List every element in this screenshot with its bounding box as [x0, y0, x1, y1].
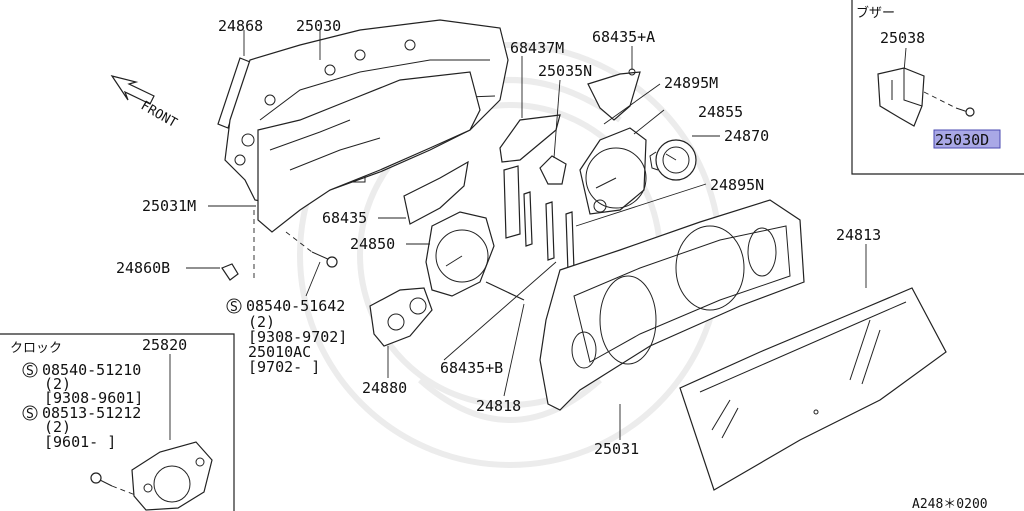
- inner-housing-25031M: [208, 71, 481, 280]
- callout-68437M: 68437M: [510, 39, 564, 57]
- clock-screw2-part: 08513-51212: [42, 404, 141, 422]
- callout-24855: 24855: [698, 103, 743, 121]
- clock-screw2-range: [9601- ]: [44, 433, 116, 451]
- callout-24818: 24818: [476, 397, 521, 415]
- screw-icon: [285, 231, 338, 268]
- clock-part: 25820: [142, 336, 187, 354]
- strips-24895N: [503, 165, 707, 273]
- callout-25031M: 25031M: [142, 197, 196, 215]
- clock-screw1-symbol: S: [26, 364, 34, 379]
- front-label: FRONT: [138, 98, 180, 131]
- gauge-24855: [579, 109, 665, 215]
- clock-screw1-qty: (2): [44, 375, 71, 393]
- callout-24850: 24850: [350, 235, 395, 253]
- front-arrow-icon: [110, 75, 155, 105]
- film-68435A: [587, 46, 641, 121]
- gauge-24870: [649, 135, 720, 181]
- callout-24813: 24813: [836, 226, 881, 244]
- screw-note-qty: (2): [248, 313, 275, 331]
- callout-24860B: 24860B: [116, 259, 170, 277]
- bezel-25031: [539, 199, 805, 440]
- buzzer-inset: ブザー 25038 25030D: [851, 0, 1024, 175]
- callout-68435A: 68435+A: [592, 28, 655, 46]
- buzzer-part: 25038: [880, 29, 925, 47]
- lead-24818: [503, 303, 525, 397]
- figure-code: A248＊0200: [912, 497, 988, 511]
- clock-screw2-qty: (2): [44, 418, 71, 436]
- film-68435: [378, 160, 469, 225]
- clock-inset: クロック 25820 S 08540-51210 (2) [9308-9601]…: [0, 333, 235, 511]
- highlight-25030D: [933, 129, 1001, 149]
- screw-note-part: 08540-51642: [246, 297, 345, 315]
- screw-note-alt-part: 25010AC: [248, 343, 311, 361]
- screw-note-range1: [9308-9702]: [248, 328, 347, 346]
- rod-24868: [217, 30, 251, 129]
- lead-24895M: [603, 83, 661, 125]
- buzzer-title: ブザー: [856, 5, 895, 21]
- callout-25030: 25030: [296, 17, 341, 35]
- clip-24860B: [186, 263, 239, 281]
- lens-24813: [679, 244, 947, 491]
- callout-24895N: 24895N: [710, 176, 764, 194]
- callout-24870: 24870: [724, 127, 769, 145]
- clock-unit: [131, 441, 213, 511]
- clock-screw1-range: [9308-9601]: [44, 389, 143, 407]
- screw-note: S 08540-51642 (2) [9308-9702] 25010AC [9…: [226, 261, 347, 376]
- lead-68435B: [443, 261, 557, 361]
- clock-title: クロック: [10, 341, 62, 356]
- buzzer-screw-icon: [955, 107, 975, 117]
- buzzer-highlighted-part: 25030D: [935, 131, 989, 149]
- bracket-25035N: [539, 79, 567, 185]
- gauge-24850: [406, 211, 525, 301]
- screw-note-range2: [9702- ]: [248, 358, 320, 376]
- buzzer-unit: [877, 67, 925, 127]
- callout-24880: 24880: [362, 379, 407, 397]
- callout-24868: 24868: [218, 17, 263, 35]
- screw-note-symbol: S: [230, 300, 238, 315]
- clock-screw1-part: 08540-51210: [42, 361, 141, 379]
- gauge-24880: [369, 287, 433, 378]
- callout-68435B: 68435+B: [440, 359, 503, 377]
- callout-25031: 25031: [594, 440, 639, 458]
- clock-screw2-symbol: S: [26, 407, 34, 422]
- callout-68435: 68435: [322, 209, 367, 227]
- clock-screw-icon: [90, 472, 113, 487]
- callout-25035N: 25035N: [538, 62, 592, 80]
- callout-24895M: 24895M: [664, 74, 718, 92]
